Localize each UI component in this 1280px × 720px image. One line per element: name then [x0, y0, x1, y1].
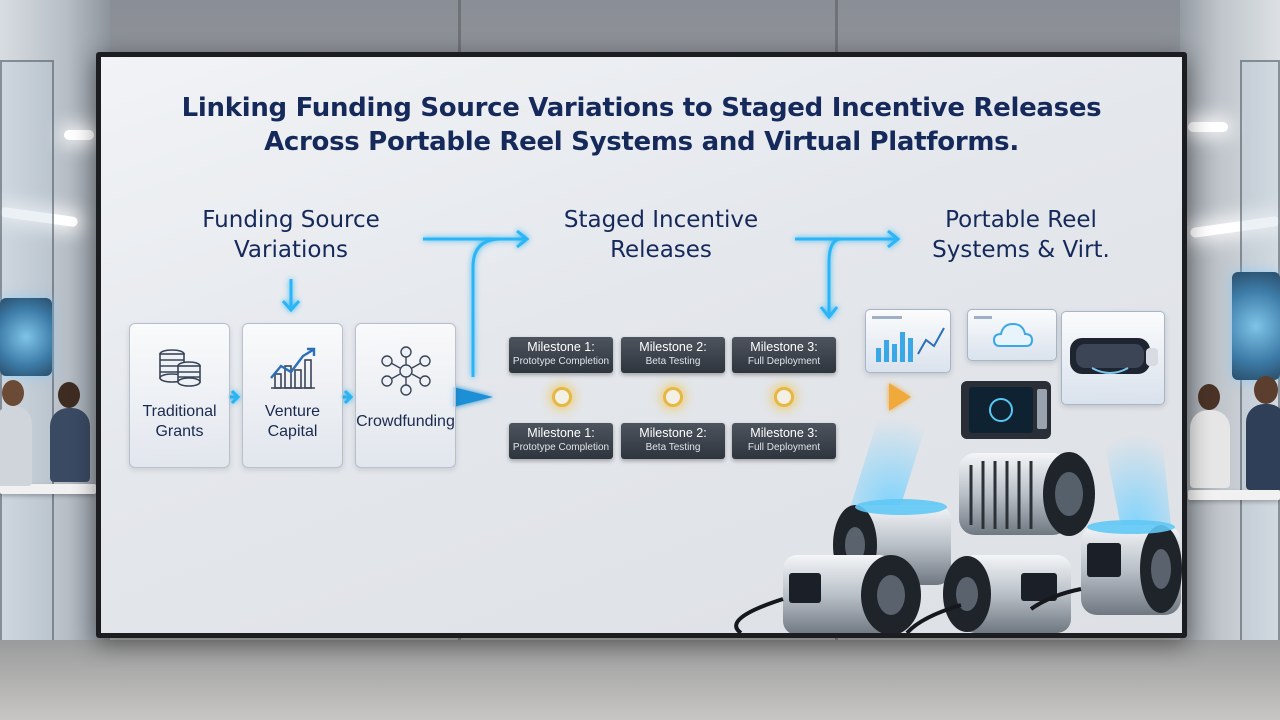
- arrow-right-icon: [423, 229, 530, 377]
- control-unit: [961, 381, 1051, 439]
- milestone-dot: [552, 387, 572, 407]
- hologram-beam: [1101, 425, 1171, 527]
- arrow-right-icon: [795, 229, 901, 320]
- title-line: Linking Funding Source Variations to Sta…: [181, 93, 1102, 123]
- bar-chart-icon: [872, 316, 945, 362]
- portable-reel-systems: [734, 381, 1182, 633]
- analytics-dashboard-screen: [865, 309, 951, 373]
- heading-reel-systems: Portable Reel Systems & Virt.: [932, 207, 1110, 263]
- heading-funding-sources: Funding Source Variations: [202, 207, 380, 263]
- reel-device: [734, 555, 921, 633]
- people-network-icon: [379, 346, 433, 396]
- background-monitor: [0, 298, 52, 376]
- source-card-traditional-grants: Traditional Grants: [129, 323, 230, 468]
- source-card-venture-capital: Venture Capital: [242, 323, 343, 468]
- milestone-1-bottom: Milestone 1: Prototype Completion: [509, 423, 613, 459]
- milestone-2-top: Milestone 2: Beta Testing: [621, 337, 725, 373]
- presentation-board: Linking Funding Source Variations to Sta…: [96, 52, 1187, 638]
- vr-headset-icon: [1070, 338, 1158, 374]
- milestone-3-bottom: Milestone 3: Full Deployment: [732, 423, 836, 459]
- milestone-3-top: Milestone 3: Full Deployment: [732, 337, 836, 373]
- reel-device: [905, 555, 1071, 633]
- cloud-sync-screen: [967, 309, 1057, 361]
- milestone-dot: [663, 387, 683, 407]
- source-label: Traditional Grants: [142, 403, 217, 440]
- milestone-1-top: Milestone 1: Prototype Completion: [509, 337, 613, 373]
- vr-platform-screen: [1061, 311, 1165, 405]
- background-monitor: [1232, 272, 1280, 380]
- coin-stack-icon: [155, 346, 205, 390]
- title-line: Across Portable Reel Systems and Virtual…: [264, 127, 1019, 157]
- ceiling-light: [1188, 122, 1228, 132]
- hologram-beam: [851, 409, 931, 505]
- office-desk: [0, 484, 96, 494]
- source-label: Crowdfunding: [356, 413, 455, 430]
- arrow-down-icon: [281, 279, 301, 313]
- cable-reel-device: [959, 452, 1095, 536]
- office-floor: [0, 640, 1280, 720]
- source-label: Venture Capital: [264, 403, 321, 440]
- source-card-crowdfunding: Crowdfunding: [355, 323, 456, 468]
- milestone-dot: [774, 387, 794, 407]
- cloud-icon: [974, 316, 1034, 347]
- page-title: Linking Funding Source Variations to Sta…: [141, 91, 1142, 159]
- reel-device: [1029, 520, 1182, 615]
- office-desk: [1188, 490, 1280, 500]
- milestone-2-bottom: Milestone 2: Beta Testing: [621, 423, 725, 459]
- growth-chart-icon: [267, 346, 319, 392]
- ceiling-light: [64, 130, 94, 140]
- heading-staged-incentives: Staged Incentive Releases: [563, 207, 759, 263]
